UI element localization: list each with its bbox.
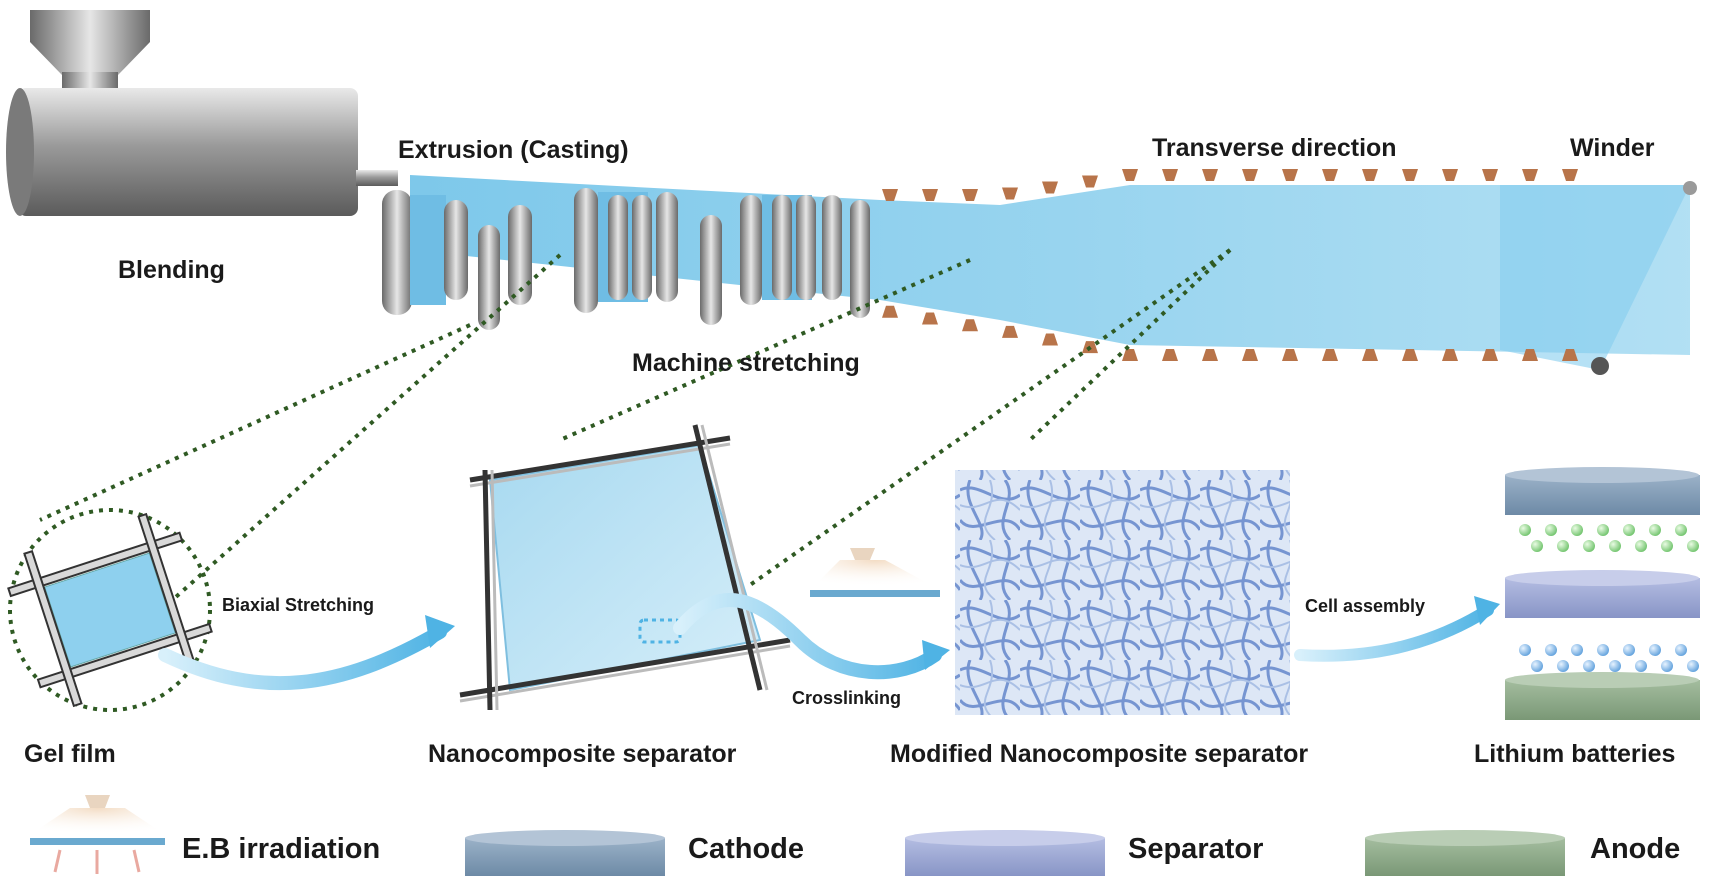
lithium-ion	[1531, 660, 1543, 672]
lithium-ion	[1649, 644, 1661, 656]
modified-separator-label: Modified Nanocomposite separator	[890, 740, 1309, 768]
tenter-clip	[1162, 349, 1178, 361]
tenter-clip	[1522, 169, 1538, 181]
blending-label: Blending	[118, 256, 225, 284]
legend-cathode-disc	[465, 830, 665, 876]
machine-stretching-rollers	[574, 188, 870, 325]
tenter-clip	[1402, 349, 1418, 361]
lithium-ion	[1531, 540, 1543, 552]
tenter-clip	[1282, 169, 1298, 181]
cell-assembly-label: Cell assembly	[1305, 596, 1426, 616]
tenter-clip	[882, 189, 898, 201]
tenter-clip	[962, 189, 978, 201]
tenter-clip	[1482, 349, 1498, 361]
machine-stretching-label: Machine stretching	[632, 349, 860, 377]
lithium-batteries-label: Lithium batteries	[1474, 740, 1676, 768]
lithium-battery-stack	[1505, 467, 1700, 720]
lithium-ion	[1687, 540, 1699, 552]
legend	[25, 795, 1565, 876]
legend-anode-label: Anode	[1590, 833, 1681, 865]
extrusion-rollers	[382, 190, 532, 330]
tenter-clip	[1522, 349, 1538, 361]
crosslinking-label: Crosslinking	[792, 688, 902, 708]
lithium-ion	[1661, 540, 1673, 552]
tenter-clip	[1562, 169, 1578, 181]
production-line	[382, 169, 1697, 375]
lithium-ion	[1545, 524, 1557, 536]
legend-separator-label: Separator	[1128, 833, 1264, 865]
biaxial-stretching-label: Biaxial Stretching	[222, 595, 375, 615]
tenter-clip	[1322, 169, 1338, 181]
tenter-clip	[1322, 349, 1338, 361]
nanocomposite-separator-label: Nanocomposite separator	[428, 740, 737, 768]
lithium-ion	[1519, 524, 1531, 536]
tenter-clips	[882, 169, 1578, 361]
lithium-ion	[1623, 644, 1635, 656]
tenter-clip	[1122, 349, 1138, 361]
transverse-direction-label: Transverse direction	[1152, 134, 1397, 162]
legend-cathode-label: Cathode	[688, 833, 804, 865]
tenter-clip	[1082, 175, 1098, 188]
lithium-ion	[1635, 540, 1647, 552]
tenter-clip	[1362, 169, 1378, 181]
tenter-clip	[1202, 169, 1218, 181]
lithium-ion	[1557, 660, 1569, 672]
tenter-clip	[1242, 349, 1258, 361]
lithium-ion	[1687, 660, 1699, 672]
lithium-ion	[1597, 524, 1609, 536]
legend-anode-disc	[1365, 830, 1565, 876]
tenter-clip	[922, 189, 938, 201]
e-beam-source	[810, 548, 940, 597]
lithium-ion	[1545, 644, 1557, 656]
lithium-ion	[1609, 540, 1621, 552]
lithium-ion	[1557, 540, 1569, 552]
fiber-network-image	[955, 470, 1290, 715]
extrusion-label: Extrusion (Casting)	[398, 136, 629, 164]
tenter-clip	[882, 305, 898, 318]
tenter-clip	[1242, 169, 1258, 181]
tenter-clip	[1042, 181, 1058, 194]
lithium-ion	[1609, 660, 1621, 672]
tenter-clip	[1122, 169, 1138, 181]
lithium-ion	[1649, 524, 1661, 536]
winder-label: Winder	[1570, 134, 1655, 162]
tenter-clip	[1282, 349, 1298, 361]
legend-separator-disc	[905, 830, 1105, 876]
tenter-clip	[1162, 169, 1178, 181]
lithium-ion	[1661, 660, 1673, 672]
lithium-ion	[1571, 644, 1583, 656]
lithium-ion	[1519, 644, 1531, 656]
tenter-clip	[1362, 349, 1378, 361]
gel-film-frame	[7, 512, 213, 708]
nanocomposite-sheet	[459, 424, 791, 711]
tenter-clip	[1042, 333, 1058, 346]
tenter-clip	[1202, 349, 1218, 361]
tenter-clip	[922, 312, 938, 325]
tenter-clip	[1442, 169, 1458, 181]
lithium-ion	[1675, 524, 1687, 536]
tenter-clip	[1442, 349, 1458, 361]
lithium-ion	[1675, 644, 1687, 656]
tenter-clip	[1002, 187, 1018, 200]
tenter-clip	[1562, 349, 1578, 361]
tenter-clip	[1402, 169, 1418, 181]
tenter-clip	[1482, 169, 1498, 181]
legend-eb-icon	[25, 795, 170, 874]
lithium-ion	[1597, 644, 1609, 656]
tenter-clip	[1002, 325, 1018, 338]
lithium-ion	[1571, 524, 1583, 536]
process-arrows	[158, 593, 1500, 691]
zoom-lines	[8, 248, 1232, 712]
blender	[6, 10, 398, 216]
legend-eb-irradiation-label: E.B irradiation	[182, 833, 381, 865]
tenter-clip	[962, 319, 978, 332]
lithium-ion	[1623, 524, 1635, 536]
gel-film-label: Gel film	[24, 740, 116, 768]
lithium-ion	[1635, 660, 1647, 672]
lithium-ion	[1583, 660, 1595, 672]
lithium-ion	[1583, 540, 1595, 552]
